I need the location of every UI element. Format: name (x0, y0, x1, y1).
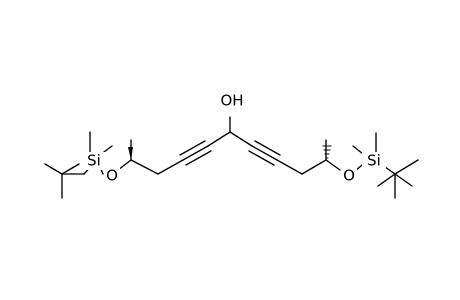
left-silicon-label-group: Si (82, 152, 106, 170)
right-hashed-stereo-wedge (322, 145, 332, 159)
left-ether-oxygen-label: O (106, 167, 118, 185)
hydroxyl-label: OH (220, 92, 243, 110)
main-carbon-chain (130, 116, 341, 175)
right-silicon-label: Si (367, 152, 381, 170)
left-bold-stereo-wedge (128, 147, 133, 160)
hydroxyl-label-group: OH (220, 92, 244, 110)
left-silicon-label: Si (87, 152, 101, 170)
right-silicon-label-group: Si (362, 152, 386, 170)
right-oxygen-label-group: O (341, 167, 357, 185)
right-tert-butyl-group (377, 159, 419, 199)
right-ether-oxygen-label: O (343, 167, 355, 185)
left-tert-butyl-group (44, 163, 85, 199)
left-oxygen-label-group: O (104, 167, 120, 185)
